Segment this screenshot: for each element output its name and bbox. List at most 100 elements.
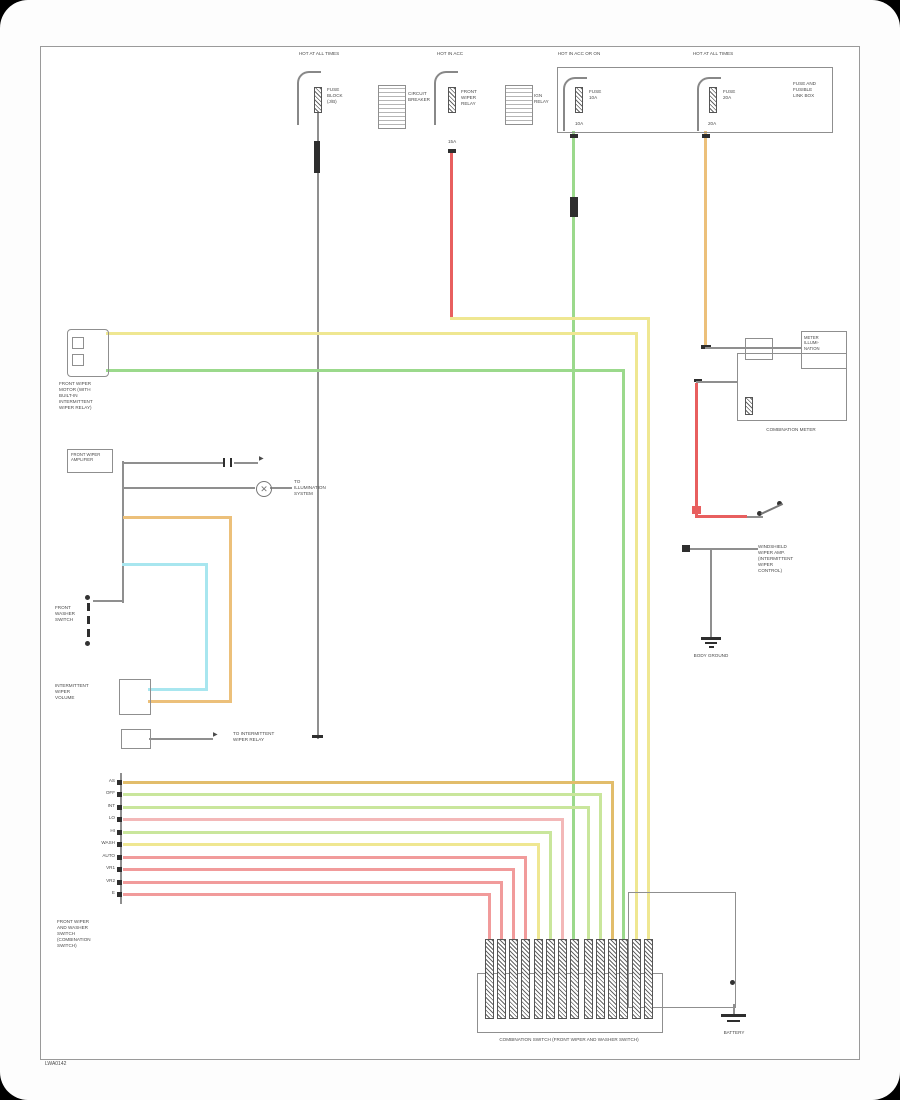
connector-bracket [297,71,321,125]
wire-segment [117,880,122,885]
wire-segment [599,793,602,973]
wire-segment [123,881,503,884]
diagram-label: CIRCUIT BREAKER [408,91,430,102]
diagram-label: BODY GROUND [693,653,729,658]
component-box [378,85,406,129]
wire-segment [123,818,564,821]
diagram-label: VR1 [106,865,115,870]
illumination-lamp-icon: ✕ [256,481,272,497]
diagram-label: FRONT WIPER AND WASHER SWITCH (COMBINATI… [57,919,91,948]
wire-segment [695,383,698,516]
diagram-label: ▶ [259,456,264,462]
diagram-label: AUTO [102,853,115,858]
component-box [737,353,847,421]
wire-segment [727,1020,740,1022]
diagram-label: HOT IN ACC OR ON [557,51,601,56]
wire-segment [122,563,208,566]
diagram-label: 10A [575,121,584,126]
wire-segment [87,629,90,637]
component-box [505,85,533,125]
diagram-label: METER ILLUMI- NATION [804,335,820,351]
diagram-label: WINDSHIELD WIPER AMP. (INTERMITTENT WIPE… [758,544,794,573]
wire-segment [622,369,625,973]
wire-segment [123,487,255,489]
diagram-label: HOT AT ALL TIMES [692,51,734,56]
wire-segment [117,817,122,822]
diagram-label: IGN RELAY [534,93,549,104]
diagram-label: BATTERY [723,1030,745,1035]
wire-segment [570,197,578,217]
diagram-label: 20A [708,121,717,126]
wire-segment [123,781,614,784]
diagram-label: TO ILLUMINATION SYSTEM [294,479,326,496]
connector-pin [745,397,753,415]
wire-segment [635,332,638,973]
wire-segment [117,780,122,785]
component-box [557,67,833,133]
connector-pin [608,939,617,1019]
wire-segment [123,843,540,846]
connector-bracket [434,71,458,125]
connector-pin [709,87,717,113]
connector-pin [509,939,518,1019]
wire-segment [450,317,650,320]
component-box [67,449,113,473]
wire-segment [117,792,122,797]
wire-segment [106,369,625,372]
wire-segment [317,113,319,141]
wire-segment [123,806,590,809]
wire-segment [701,637,721,640]
wire-segment [123,856,527,859]
wire-segment [684,548,758,550]
wire-segment [705,347,801,349]
wire-segment [704,131,707,349]
component-box [67,329,109,377]
component-box [745,338,773,360]
connector-pin [485,939,494,1019]
connector-pin [632,939,641,1019]
wire-segment [709,646,714,648]
wire-segment [117,842,122,847]
connector-pin [584,939,593,1019]
wire-segment [229,516,232,703]
wire-segment [223,458,225,467]
wire-segment [488,893,491,973]
connector-pin [619,939,628,1019]
wire-segment [537,843,540,973]
connector-pin [596,939,605,1019]
connector-bracket [563,77,587,131]
wire-segment [87,616,90,624]
component-box [72,354,84,366]
wire-segment [117,855,122,860]
wire-segment [120,773,122,904]
wire-segment [702,134,710,138]
wire-segment [647,317,650,973]
wire-segment [695,515,747,518]
diagram-label: FRONT WASHER SWITCH [55,605,75,622]
wire-segment [512,868,515,973]
wire-segment [123,462,223,464]
wire-segment [123,793,602,796]
diagram-label: TO INTERMITTENT WIPER RELAY [233,731,275,742]
diagram-label: AS [108,778,115,783]
wire-segment [500,881,503,973]
diagram-label: FUSE 20A [723,89,736,100]
component-box [119,679,151,715]
wire-segment [448,149,456,153]
diagram-label: COMBINATION METER [766,427,816,432]
wire-segment [572,131,575,973]
junction-dot [85,595,90,600]
connector-bracket [697,77,721,131]
connector-pin [314,87,322,113]
junction-dot [85,641,90,646]
wire-segment [148,688,208,691]
wire-segment [710,548,712,637]
wire-segment [230,458,232,467]
diagram-label: FUSE 10A [589,89,602,100]
wire-segment [694,379,702,382]
wire-segment [117,830,122,835]
wire-segment [123,893,491,896]
wire-segment [696,381,738,383]
